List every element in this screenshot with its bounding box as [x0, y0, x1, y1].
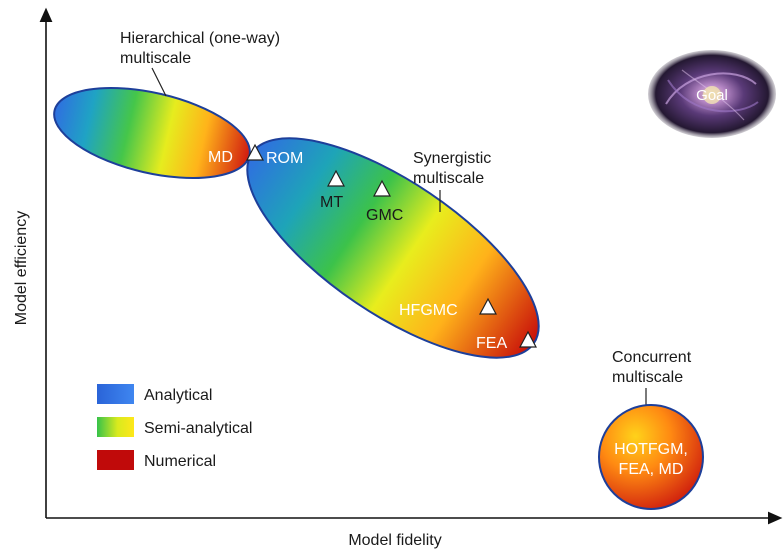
model-label-mt: MT: [320, 194, 343, 211]
legend-swatch-semi-analytical: [97, 417, 134, 437]
hierarchical-region: [53, 86, 251, 180]
synergistic-label-line1: Synergistic: [413, 150, 491, 167]
concurrent-content-line2: FEA, MD: [619, 461, 684, 478]
concurrent-label-line2: multiscale: [612, 369, 683, 386]
legend-swatch-numerical: [97, 450, 134, 470]
model-marker-gmc: [373, 179, 391, 197]
concurrent-content-line1: HOTFGM,: [614, 441, 688, 458]
goal-label: Goal: [696, 87, 728, 104]
model-label-hfgmc: HFGMC: [399, 302, 458, 319]
legend-label-analytical: Analytical: [144, 387, 212, 404]
concurrent-label-line1: Concurrent: [612, 349, 692, 366]
model-label-gmc: GMC: [366, 207, 403, 224]
legend-label-numerical: Numerical: [144, 453, 216, 470]
hierarchical-callout-line: [151, 67, 167, 97]
model-label-md: MD: [208, 149, 233, 166]
hierarchical-label-line2: multiscale: [120, 50, 191, 67]
legend: Analytical Semi-analytical Numerical: [97, 384, 252, 470]
synergistic-label-line2: multiscale: [413, 170, 484, 187]
concurrent-region: [598, 404, 704, 510]
goal-galaxy-image: [648, 50, 776, 138]
model-label-fea: FEA: [476, 335, 507, 352]
model-label-rom: ROM: [266, 150, 303, 167]
model-marker-mt: [327, 169, 345, 187]
model-marker-md: [246, 143, 264, 161]
hierarchical-label-line1: Hierarchical (one-way): [120, 30, 280, 47]
synergistic-region: [246, 137, 540, 359]
y-axis-label: Model efficiency: [13, 211, 30, 325]
model-marker-hfgmc: [479, 297, 497, 315]
x-axis-label: Model fidelity: [348, 532, 441, 549]
legend-swatch-analytical: [97, 384, 134, 404]
model-marker-fea: [519, 330, 537, 348]
legend-label-semi-analytical: Semi-analytical: [144, 420, 252, 437]
